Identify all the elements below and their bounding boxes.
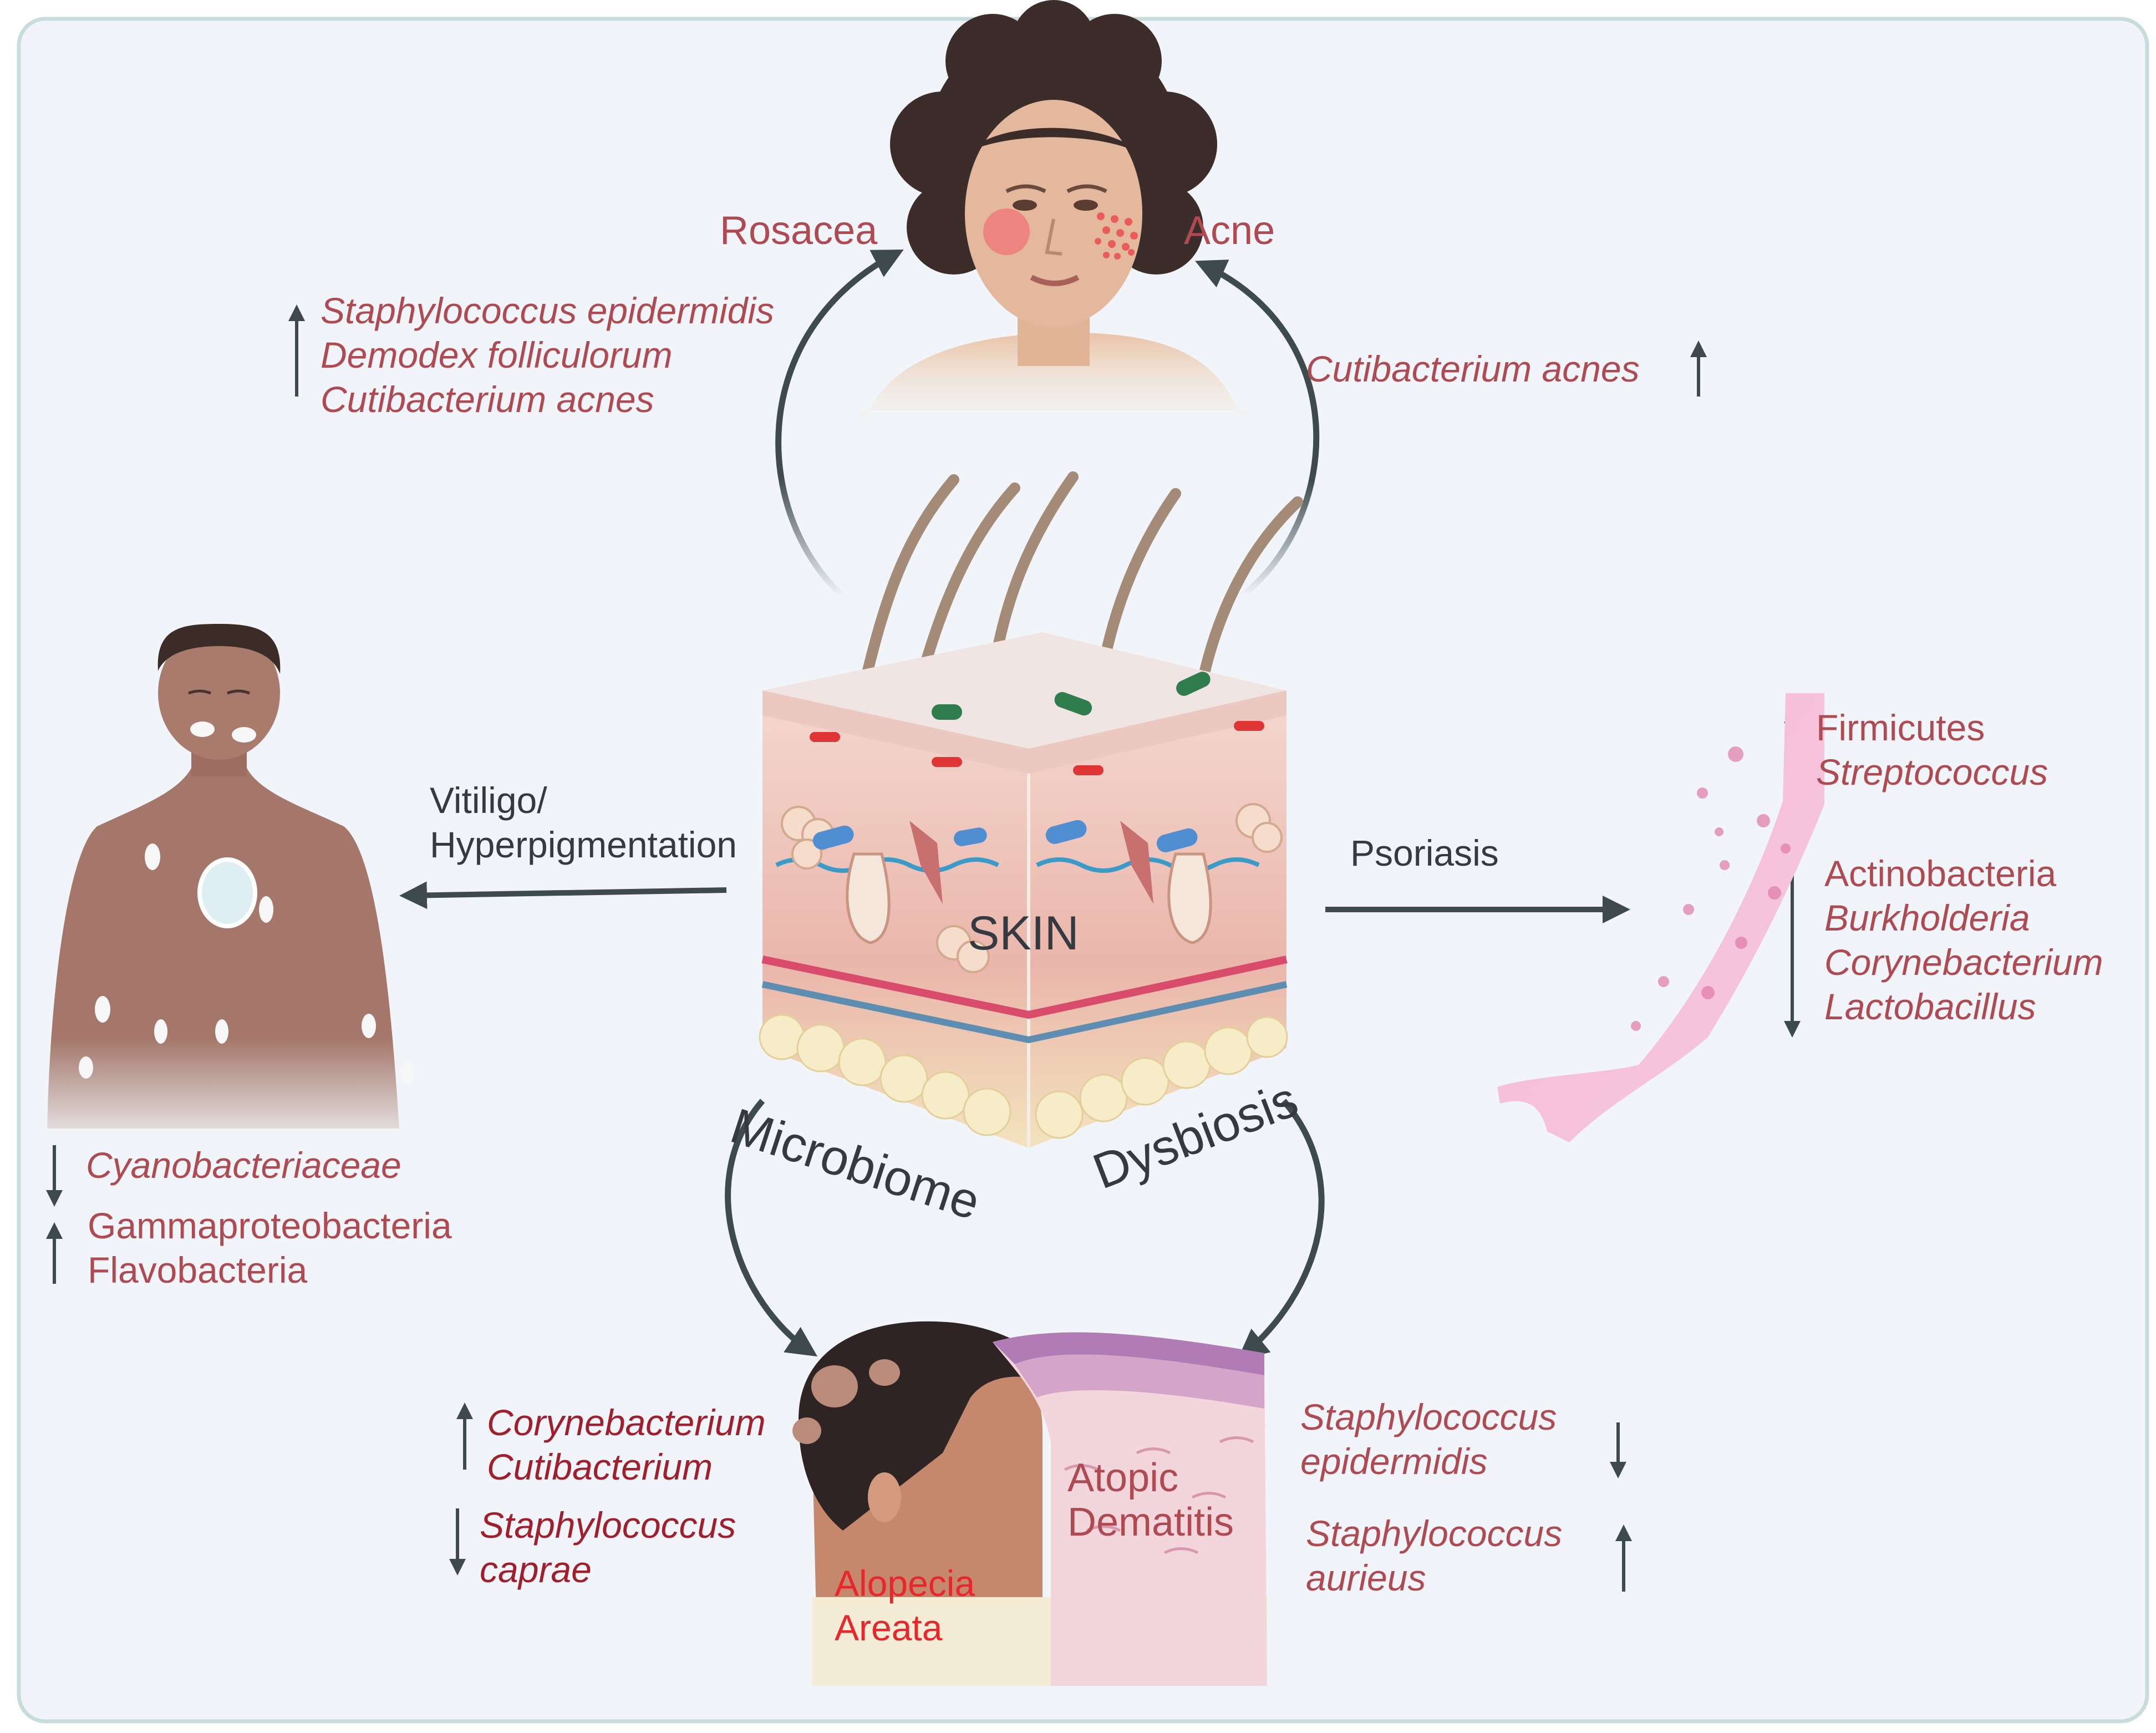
arrow-to-atopic [1237, 1099, 1325, 1360]
psoriasis-increased-1: Firmicutes [1816, 707, 1985, 748]
arrow-to-acne [1194, 260, 1320, 599]
vitiligo-increased-list: Gammaproteobacteria Flavobacteria [88, 1203, 452, 1292]
psoriasis-title: Psoriasis [1350, 832, 1499, 873]
arrow-to-alopecia [725, 1099, 818, 1357]
skin-cross-section-illustration [759, 471, 1303, 1148]
vitiligo-title-line2: Hyperpigmentation [430, 824, 737, 865]
skin-label: SKIN [968, 907, 1079, 960]
atopic-title-line1: Atopic [1067, 1456, 1179, 1500]
atopic-skin-illustration [993, 1332, 1267, 1686]
atopic-decreased-list: Staphylococcus epidermidis [1300, 1395, 1557, 1483]
atopic-increased-2: aurieus [1306, 1557, 1426, 1598]
psoriasis-decreased-4: Lactobacillus [1824, 986, 2036, 1027]
vitiligo-figure-illustration [47, 624, 414, 1129]
arrow-to-rosacea [775, 249, 904, 599]
woman-portrait-illustration [860, 0, 1248, 421]
psoriasis-decreased-list: Actinobacteria Burkholderia Corynebacter… [1824, 851, 2103, 1029]
alopecia-decreased-list: Staphylococcus caprae [480, 1503, 736, 1592]
psoriasis-increased-list: Firmicutes Streptococcus [1816, 705, 2048, 794]
alopecia-decreased-2: caprae [480, 1549, 592, 1590]
vitiligo-increased-2: Flavobacteria [88, 1249, 308, 1290]
atopic-title: Atopic Dematitis [1067, 1456, 1234, 1544]
alopecia-increased-list: Corynebacterium Cutibacterium [487, 1400, 766, 1489]
psoriasis-decreased-1: Actinobacteria [1824, 853, 2057, 894]
acne-title: Acne [1184, 209, 1275, 253]
atopic-title-line2: Dematitis [1067, 1500, 1234, 1544]
rosacea-species-list: Staphylococcus epidermidis Demodex folli… [321, 288, 774, 421]
acne-species-1: Cutibacterium acnes [1306, 348, 1640, 389]
atopic-decreased-1: Staphylococcus [1300, 1396, 1557, 1437]
alopecia-increased-1: Corynebacterium [487, 1402, 766, 1443]
microbe-icons [810, 672, 1264, 852]
atopic-increased-1: Staphylococcus [1306, 1513, 1563, 1554]
psoriasis-decreased-3: Corynebacterium [1824, 942, 2103, 983]
psoriasis-arm-illustration [1497, 693, 1824, 1142]
alopecia-decreased-1: Staphylococcus [480, 1505, 736, 1546]
rosacea-title: Rosacea [720, 209, 878, 253]
alopecia-title-line1: Alopecia [835, 1563, 975, 1604]
alopecia-title-line2: Areata [835, 1607, 943, 1648]
rosacea-species-3: Cutibacterium acnes [321, 379, 654, 420]
vitiligo-decreased-1: Cyanobacteriaceae [86, 1145, 401, 1186]
atopic-decreased-2: epidermidis [1300, 1441, 1488, 1482]
alopecia-increased-2: Cutibacterium [487, 1446, 713, 1487]
alopecia-title: Alopecia Areata [835, 1561, 975, 1650]
psoriasis-increased-2: Streptococcus [1816, 751, 2048, 792]
psoriasis-decreased-2: Burkholderia [1824, 897, 2030, 938]
vitiligo-increased-1: Gammaproteobacteria [88, 1205, 452, 1246]
arrow-to-vitiligo [399, 881, 727, 909]
atopic-increased-list: Staphylococcus aurieus [1306, 1511, 1562, 1600]
rosacea-species-2: Demodex folliculorum [321, 334, 673, 375]
vitiligo-title: Vitiligo/ Hyperpigmentation [430, 778, 737, 867]
vitiligo-title-line1: Vitiligo/ [430, 780, 547, 821]
rosacea-species-1: Staphylococcus epidermidis [321, 290, 775, 331]
